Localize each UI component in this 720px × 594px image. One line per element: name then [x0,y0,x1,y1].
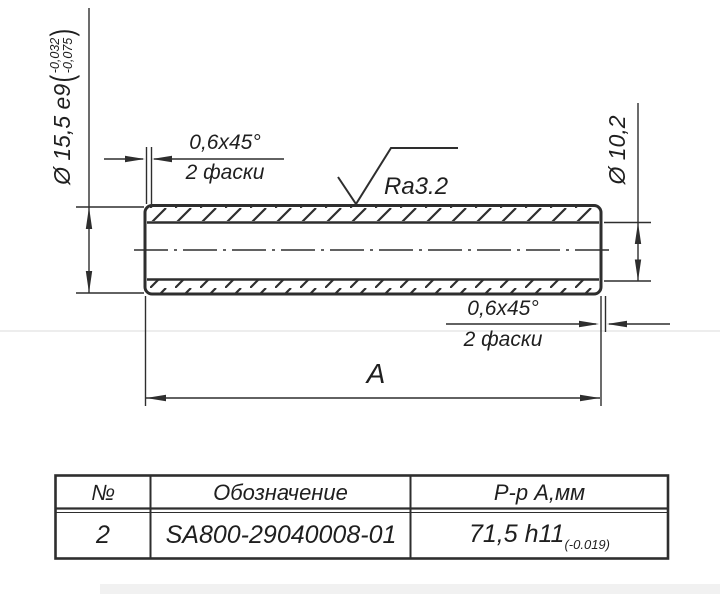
table-header-number: № [91,480,115,505]
table-cell-size: 71,5 h11(-0.019) [411,517,668,555]
chamfer-top-size: 0,6x45° [189,131,261,154]
table-header-size: Р-р А,мм [493,480,586,505]
dim-length-label: A [366,358,386,389]
tolerance-lower: -0,075 [61,37,75,74]
tolerance-stack: -0,032-0,075 [48,37,75,74]
chamfer-top-note: 2 фаски [185,161,265,184]
roughness-symbol [337,147,458,206]
table-cell-number: 2 [96,521,110,549]
dim-inner-lines [604,103,651,282]
dim-inner-label: Ø 10,2 [601,80,633,220]
scan-artifacts [0,330,720,594]
table-cell-designation: SA800-29040008-01 [165,521,397,549]
dim-inner-value: Ø 10,2 [603,115,630,185]
tolerance-paren-open: ( [44,74,80,83]
chamfer-top-lines [104,147,284,204]
chamfer-bottom-lines [446,296,670,332]
table-cell-size-tolerance: (-0.019) [564,537,610,552]
roughness-label: Ra3.2 [384,173,449,200]
chamfer-bottom-size: 0,6x45° [467,297,539,320]
chamfer-bottom-note: 2 фаски [463,328,543,351]
table-grid [54,474,670,560]
dim-outer-lines [76,8,144,294]
dim-outer-value: Ø 15,5 e9 [48,83,75,185]
dim-length-lines [144,296,602,406]
dim-outer-label: Ø 15,5 e9(-0,032-0,075) [36,6,88,206]
tube-section [134,204,614,296]
table-header-designation: Обозначение [213,480,348,505]
tolerance-paren-close: ) [44,28,80,37]
table-cell-size-value: 71,5 h11 [469,520,565,548]
